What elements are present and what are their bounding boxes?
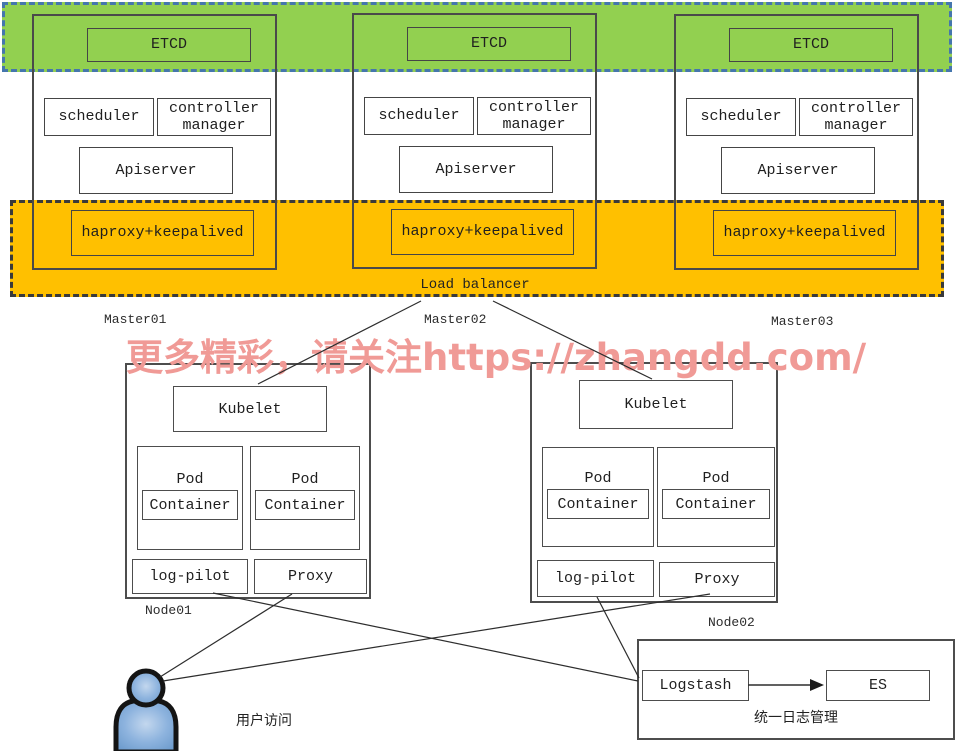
container-box: Container bbox=[547, 489, 649, 519]
kubelet-box: Kubelet bbox=[173, 386, 327, 432]
pod-box: Pod Container bbox=[657, 447, 775, 547]
node02-label: Node02 bbox=[708, 615, 755, 630]
line-user-to-proxy02 bbox=[162, 593, 711, 682]
proxy-box: Proxy bbox=[254, 559, 367, 594]
haproxy-keepalived-label: haproxy+keepalived bbox=[401, 223, 564, 241]
container-label: Container bbox=[264, 496, 346, 514]
logging-box: Logstash ES 统一日志管理 bbox=[637, 639, 955, 740]
node01-label: Node01 bbox=[145, 603, 192, 618]
user-access-label: 用户访问 bbox=[236, 713, 292, 729]
haproxy-keepalived-label: haproxy+keepalived bbox=[723, 224, 886, 242]
user-head-shape bbox=[126, 668, 166, 708]
haproxy-keepalived-box: haproxy+keepalived bbox=[71, 210, 254, 256]
etcd-box: ETCD bbox=[407, 27, 571, 61]
controller-manager-box: controller manager bbox=[799, 98, 913, 136]
pod-box: Pod Container bbox=[542, 447, 654, 547]
logstash-label: Logstash bbox=[659, 677, 732, 694]
apiserver-box: Apiserver bbox=[721, 147, 875, 194]
container-label: Container bbox=[675, 495, 757, 513]
scheduler-label: scheduler bbox=[378, 107, 460, 125]
etcd-box: ETCD bbox=[87, 28, 251, 62]
kubelet-label: Kubelet bbox=[218, 400, 282, 418]
controller-manager-label: controller manager bbox=[488, 98, 579, 133]
apiserver-box: Apiserver bbox=[399, 146, 553, 193]
log-pilot-box: log-pilot bbox=[537, 560, 654, 597]
master03-box: ETCD scheduler controller manager Apiser… bbox=[674, 14, 919, 270]
scheduler-box: scheduler bbox=[686, 98, 796, 136]
es-label: ES bbox=[868, 677, 887, 694]
node01-box: Kubelet Pod Container Pod Container log-… bbox=[125, 363, 371, 599]
user-icon bbox=[113, 668, 179, 751]
master02-box: ETCD scheduler controller manager Apiser… bbox=[352, 13, 597, 269]
proxy-label: Proxy bbox=[287, 568, 333, 585]
apiserver-label: Apiserver bbox=[115, 161, 197, 179]
controller-manager-label: controller manager bbox=[168, 99, 259, 134]
line-logpilot02-to-logstash bbox=[596, 596, 640, 679]
logging-caption: 统一日志管理 bbox=[754, 710, 838, 726]
controller-manager-box: controller manager bbox=[477, 97, 591, 135]
container-box: Container bbox=[662, 489, 770, 519]
load-balancer-label: Load balancer bbox=[420, 277, 530, 293]
etcd-label: ETCD bbox=[150, 36, 187, 54]
kubelet-box: Kubelet bbox=[579, 380, 733, 429]
scheduler-box: scheduler bbox=[364, 97, 474, 135]
etcd-label: ETCD bbox=[470, 35, 507, 53]
container-label: Container bbox=[149, 496, 231, 514]
pod-label: Pod bbox=[176, 471, 204, 488]
pod-label: Pod bbox=[584, 470, 612, 487]
container-box: Container bbox=[142, 490, 238, 520]
log-pilot-label: log-pilot bbox=[554, 570, 636, 587]
scheduler-label: scheduler bbox=[700, 108, 782, 126]
master01-box: ETCD scheduler controller manager Apiser… bbox=[32, 14, 277, 270]
scheduler-box: scheduler bbox=[44, 98, 154, 136]
apiserver-label: Apiserver bbox=[435, 160, 517, 178]
master02-label: Master02 bbox=[424, 312, 487, 327]
logstash-box: Logstash bbox=[642, 670, 749, 701]
haproxy-keepalived-label: haproxy+keepalived bbox=[81, 224, 244, 242]
pod-label: Pod bbox=[702, 470, 730, 487]
container-box: Container bbox=[255, 490, 355, 520]
apiserver-box: Apiserver bbox=[79, 147, 233, 194]
haproxy-keepalived-box: haproxy+keepalived bbox=[391, 209, 574, 255]
pod-box: Pod Container bbox=[250, 446, 360, 550]
proxy-box: Proxy bbox=[659, 562, 775, 597]
master01-label: Master01 bbox=[104, 312, 167, 327]
scheduler-label: scheduler bbox=[58, 108, 140, 126]
user-body-shape bbox=[113, 698, 179, 751]
container-label: Container bbox=[557, 495, 639, 513]
kubelet-label: Kubelet bbox=[624, 396, 688, 413]
master03-label: Master03 bbox=[771, 314, 834, 329]
line-logpilot01-to-logstash bbox=[212, 592, 639, 682]
es-box: ES bbox=[826, 670, 930, 701]
controller-manager-label: controller manager bbox=[810, 99, 901, 134]
log-pilot-label: log-pilot bbox=[149, 568, 231, 585]
proxy-label: Proxy bbox=[694, 571, 740, 588]
etcd-label: ETCD bbox=[792, 36, 829, 54]
pod-label: Pod bbox=[291, 471, 319, 488]
haproxy-keepalived-box: haproxy+keepalived bbox=[713, 210, 896, 256]
node02-box: Kubelet Pod Container Pod Container log-… bbox=[530, 362, 778, 603]
pod-box: Pod Container bbox=[137, 446, 243, 550]
etcd-box: ETCD bbox=[729, 28, 893, 62]
log-pilot-box: log-pilot bbox=[132, 559, 248, 594]
apiserver-label: Apiserver bbox=[757, 161, 839, 179]
controller-manager-box: controller manager bbox=[157, 98, 271, 136]
